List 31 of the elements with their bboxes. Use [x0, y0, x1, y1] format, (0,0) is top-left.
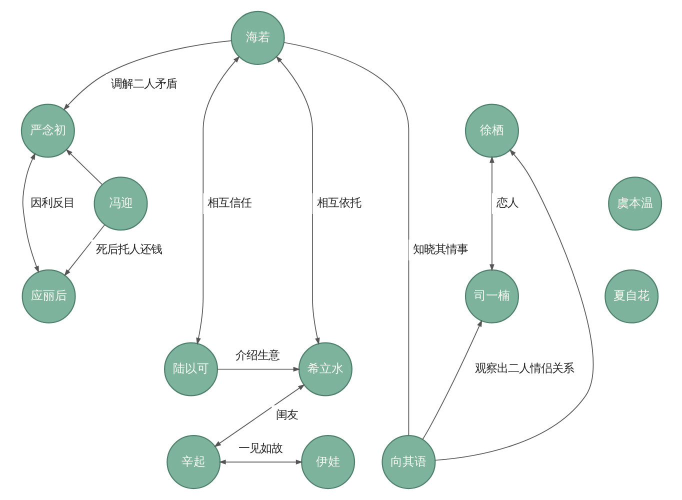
- arrow: [196, 56, 240, 345]
- node-circle: 司一楠: [464, 269, 518, 324]
- edge-label: 相互信任: [207, 196, 252, 210]
- arrow: [434, 149, 594, 461]
- arrow: [216, 366, 300, 372]
- arrow: [64, 224, 105, 276]
- arrow: [218, 460, 302, 464]
- edge-label: 恋人: [496, 196, 518, 210]
- arrow: [65, 149, 102, 185]
- node-circle: 陆以可: [164, 342, 218, 396]
- node-circle: 伊娃: [300, 435, 355, 490]
- edge-label: 介绍生意: [235, 349, 280, 362]
- arrow: [22, 152, 38, 273]
- connector: [283, 42, 409, 436]
- arrow: [62, 40, 232, 110]
- arrow: [275, 56, 320, 345]
- edge-label: 死后托人还钱: [96, 242, 162, 256]
- arrow: [489, 156, 494, 272]
- node-circle: 夏自花: [604, 269, 658, 324]
- edge-label: 闺友: [276, 408, 298, 422]
- node-circle: 冯迎: [93, 176, 148, 231]
- edge-label: 观察出二人情侣关系: [474, 362, 574, 376]
- edge-label: 相互依托: [316, 196, 360, 210]
- node-circle: 虞本温: [608, 176, 662, 231]
- arrow: [422, 320, 482, 440]
- edge-label: 知晓其情事: [412, 242, 468, 256]
- node-circle: 向其语: [381, 435, 436, 490]
- arrow: [214, 384, 305, 448]
- edge-label: 调解二人矛盾: [110, 77, 176, 90]
- edge-label: 一见如故: [238, 442, 282, 455]
- edge-label: 因利反目: [30, 196, 74, 210]
